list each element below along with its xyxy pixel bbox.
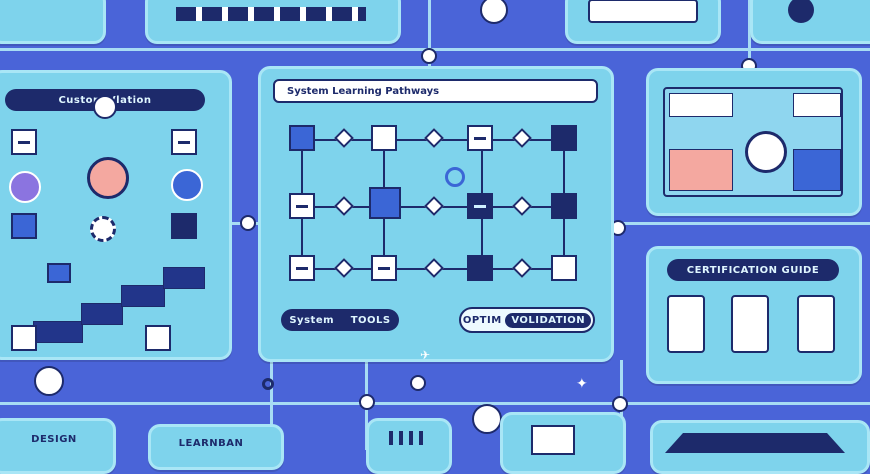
title-bar: System Learning Pathways [273, 79, 598, 103]
top-panel-left [0, 0, 106, 44]
checklist-card-3[interactable] [797, 295, 835, 353]
dash-row-2 [669, 149, 733, 191]
flow-diamond [334, 128, 354, 148]
left-panel: Custom Vlation [0, 70, 232, 360]
step-bar-4 [163, 267, 205, 289]
flow-node-2[interactable] [371, 125, 397, 151]
circle-icon-2 [171, 169, 203, 201]
connector-dot [359, 394, 375, 410]
flow-diamond [334, 258, 354, 278]
step-bar-3 [121, 285, 165, 307]
wire-v2 [748, 0, 751, 80]
flow-node-8[interactable] [551, 193, 577, 219]
target-icon [87, 157, 129, 199]
mail-icon [531, 425, 575, 455]
top-panel-right [750, 0, 870, 44]
learn-label: LEARNBAN [178, 437, 244, 449]
flow-node-5[interactable] [289, 193, 315, 219]
circle-icon [9, 171, 41, 203]
page-title: System Learning Pathways [287, 85, 440, 97]
triangle-icon [665, 433, 845, 453]
validation-pill-left: OPTIM [462, 314, 502, 326]
right-top-panel [646, 68, 862, 216]
cert-header: CERTIFICATION GUIDE [667, 259, 839, 281]
wire-v1 [428, 0, 431, 70]
flow-node-9[interactable] [289, 255, 315, 281]
gear-icon-small [262, 378, 274, 390]
tools-pill-label: System [289, 314, 335, 326]
checklist-card-1[interactable] [667, 295, 705, 353]
learn-panel: LEARNBAN [148, 424, 284, 470]
flow-diamond [512, 128, 532, 148]
mini-barchart [176, 7, 366, 21]
flow-node-11[interactable] [467, 255, 493, 281]
right-bottom-panel: CERTIFICATION GUIDE [646, 246, 862, 384]
flow-node-7[interactable] [467, 193, 493, 219]
checklist-card-2[interactable] [731, 295, 769, 353]
flow-node-3[interactable] [467, 125, 493, 151]
node-left-3[interactable] [11, 213, 37, 239]
flow-node-1[interactable] [289, 125, 315, 151]
dash-row-3 [793, 93, 841, 117]
flow-diamond [512, 258, 532, 278]
plane-icon: ✈ [420, 348, 431, 362]
design-panel: DESIGN [0, 418, 116, 474]
dash-row-1 [669, 93, 733, 117]
node-left-5[interactable] [11, 325, 37, 351]
node-left-2[interactable] [171, 129, 197, 155]
dashboard-card [663, 87, 843, 197]
node-left-6[interactable] [145, 325, 171, 351]
node-left-4[interactable] [171, 213, 197, 239]
tools-pill[interactable]: System TOOLS [281, 309, 399, 331]
list-icon[interactable] [34, 366, 64, 396]
flow-node-4[interactable] [551, 125, 577, 151]
ring-icon [445, 167, 465, 187]
flow-node-6[interactable] [369, 187, 401, 219]
flow-node-10[interactable] [371, 255, 397, 281]
wire-v5 [270, 360, 273, 450]
wire-bottom-h [0, 402, 870, 405]
sparkle-icon: ✦ [576, 376, 588, 392]
connector-dot [410, 375, 426, 391]
person-icon [93, 95, 117, 119]
flow-diamond [424, 128, 444, 148]
flow-diamond [512, 196, 532, 216]
flow-diamond [334, 196, 354, 216]
center-panel: System Learning Pathways System TOOLS OP… [258, 66, 614, 362]
gear-icon[interactable] [90, 216, 116, 242]
bottom-chart-panel [366, 418, 452, 474]
dash-row-4 [793, 149, 841, 191]
tools-pill-sub: TOOLS [350, 314, 391, 326]
flow-node-12[interactable] [551, 255, 577, 281]
validation-pill[interactable]: OPTIM VOLIDATION [459, 307, 595, 333]
wire-top-h [0, 48, 870, 51]
connector-dot [240, 215, 256, 231]
connector-dot [612, 396, 628, 412]
bottom-mail-panel [500, 412, 626, 474]
node-left-7[interactable] [47, 263, 71, 283]
bottom-right-panel [650, 420, 870, 474]
flow-diamond [424, 258, 444, 278]
design-label: DESIGN [31, 433, 77, 445]
chart-node[interactable] [472, 404, 502, 434]
top-node [480, 0, 508, 24]
cert-header-label: CERTIFICATION GUIDE [686, 264, 820, 276]
flow-diamond [424, 196, 444, 216]
shield-icon [788, 0, 814, 23]
design-pill: DESIGN [9, 429, 99, 449]
learn-pill: LEARNBAN [161, 433, 261, 453]
chart-icon [389, 431, 425, 445]
top-panel-doc [565, 0, 721, 44]
step-bar-1 [33, 321, 83, 343]
step-bar-2 [81, 303, 123, 325]
top-doc [588, 0, 698, 23]
validation-pill-right: VOLIDATION [505, 312, 592, 328]
node-left-1[interactable] [11, 129, 37, 155]
connector-dot [421, 48, 437, 64]
top-panel-chart [145, 0, 401, 44]
hub-node[interactable] [745, 131, 787, 173]
